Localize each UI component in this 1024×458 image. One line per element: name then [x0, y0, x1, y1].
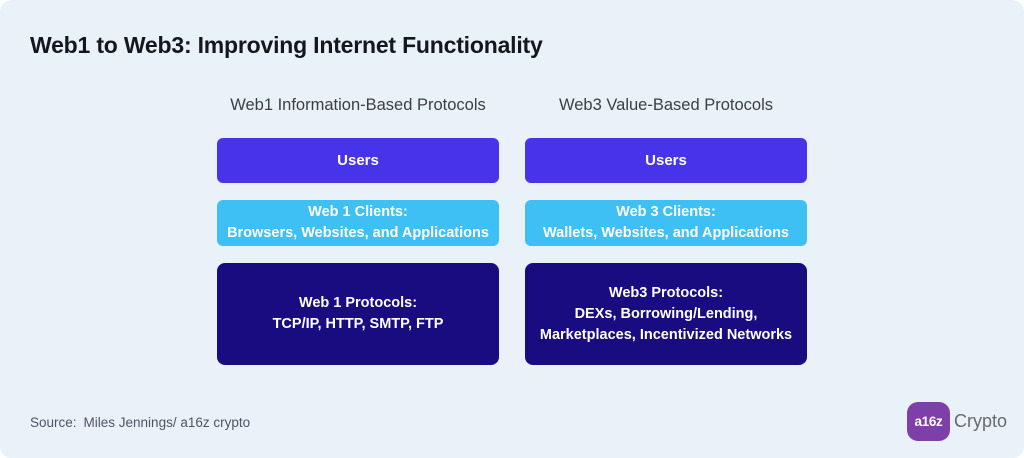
web1-users-box: Users: [217, 138, 499, 183]
box-line: Users: [337, 152, 379, 169]
source-text: Miles Jennings/ a16z crypto: [83, 415, 251, 430]
source-label: Source:: [30, 415, 77, 430]
web1-protocols-box: Web 1 Protocols: TCP/IP, HTTP, SMTP, FTP: [217, 263, 499, 365]
web1-clients-box: Web 1 Clients: Browsers, Websites, and A…: [217, 200, 499, 246]
box-line: TCP/IP, HTTP, SMTP, FTP: [272, 316, 444, 332]
box-line: Web 1 Clients:: [308, 204, 408, 220]
web3-protocols-box: Web3 Protocols: DEXs, Borrowing/Lending,…: [525, 263, 807, 365]
column-header-web1: Web1 Information-Based Protocols: [230, 96, 486, 114]
page-title: Web1 to Web3: Improving Internet Functio…: [30, 32, 543, 58]
box-line: Wallets, Websites, and Applications: [542, 225, 789, 241]
web3-users-box: Users: [525, 138, 807, 183]
box-line: Users: [645, 152, 687, 169]
box-line: Web 1 Protocols:: [298, 295, 418, 311]
source-attribution: Source: Miles Jennings/ a16z crypto: [30, 415, 250, 430]
web3-clients-box: Web 3 Clients: Wallets, Websites, and Ap…: [525, 200, 807, 246]
box-line: DEXs, Borrowing/Lending,: [574, 305, 758, 322]
a16z-crypto-logo: a16z Crypto: [906, 402, 1007, 441]
box-line: Browsers, Websites, and Applications: [227, 225, 489, 241]
a16z-logo-badge: a16z: [906, 402, 950, 441]
box-line: Marketplaces, Incentivized Networks: [539, 326, 793, 343]
box-line: Web3 Protocols:: [608, 284, 724, 301]
box-line: Web 3 Clients:: [616, 204, 716, 220]
column-header-web3: Web3 Value-Based Protocols: [558, 96, 773, 114]
a16z-logo-wordmark: Crypto: [953, 411, 1007, 431]
